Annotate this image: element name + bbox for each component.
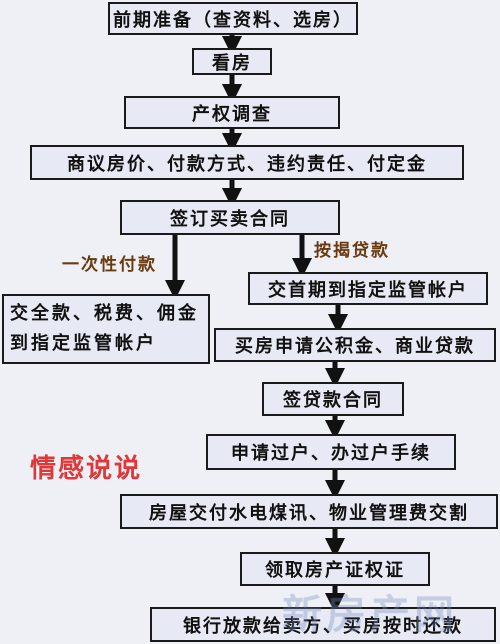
watermark-right: 新房产网 [282, 592, 458, 638]
full-payment-line-2: 到指定监管帐户 [10, 333, 157, 354]
step-prep: 前期准备（查资料、选房） [108, 2, 358, 35]
watermark-left: 情感说说 [30, 454, 143, 484]
step-negotiate: 商议房价、付款方式、违约责任、付定金 [30, 145, 464, 180]
step-down-payment: 交首期到指定监管帐户 [248, 272, 488, 305]
step-sign-loan: 签贷款合同 [262, 382, 404, 416]
step-transfer: 申请过户、办过户手续 [206, 434, 456, 470]
branch-label-full-payment: 一次性付款 [62, 255, 157, 275]
full-payment-line-1: 交全款、税费、佣金 [10, 303, 199, 324]
step-certificate: 领取房产证权证 [240, 552, 430, 586]
step-title-check: 产权调查 [124, 96, 340, 129]
step-view: 看房 [192, 48, 272, 75]
step-handover: 房屋交付水电煤讯、物业管理费交割 [120, 494, 498, 529]
step-bank-release: 银行放款给卖方、买房按时还款 [150, 607, 496, 642]
branch-label-mortgage: 按揭贷款 [314, 241, 390, 261]
step-apply-loan: 买房申请公积金、商业贷款 [214, 328, 496, 362]
step-sign-contract: 签订买卖合同 [120, 200, 340, 235]
step-full-payment: 交全款、税费、佣金 到指定监管帐户 [2, 294, 210, 364]
